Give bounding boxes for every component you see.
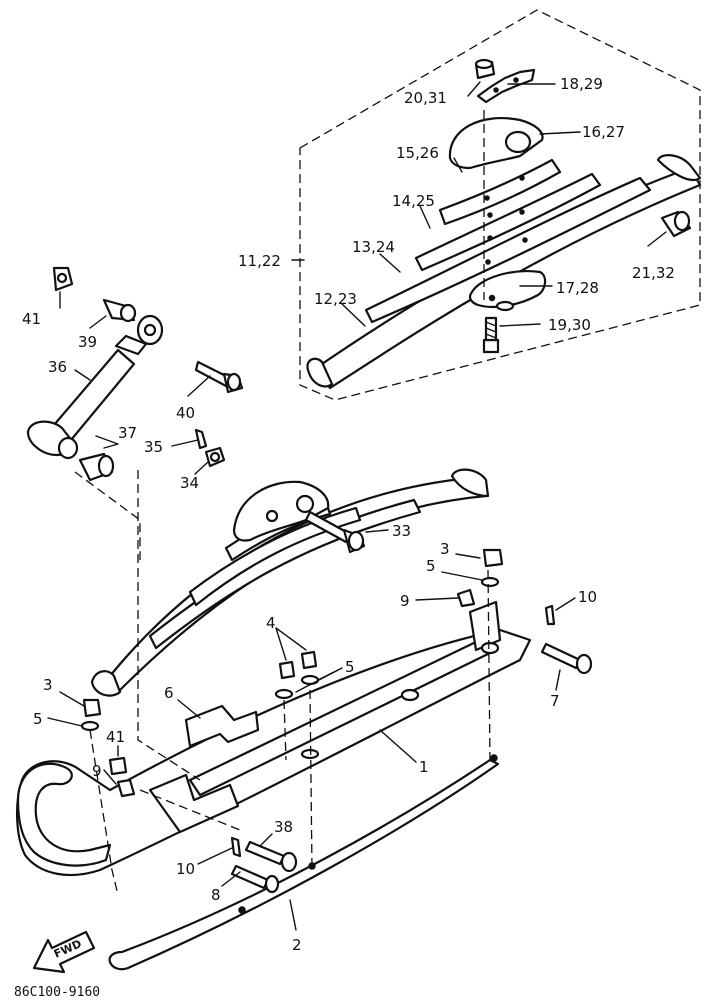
bolt-33 xyxy=(304,510,366,554)
callout-35: 35 xyxy=(144,438,163,456)
drawing-code: 86C100-9160 xyxy=(14,985,100,1000)
leaf-spring-14 xyxy=(414,172,602,272)
ski-mount-bracket xyxy=(148,773,240,834)
collar-37 xyxy=(78,452,115,482)
nut-41-top xyxy=(52,266,74,292)
ski-tip-loop xyxy=(16,762,112,867)
spring-clamp-16 xyxy=(448,117,544,170)
nut-41-front xyxy=(108,756,128,776)
callout-41-front: 41 xyxy=(106,728,125,746)
bolt-8 xyxy=(230,864,280,894)
callout-12-23: 12,23 xyxy=(314,290,357,308)
nuts-4 xyxy=(278,650,318,680)
callout-15-26: 15,26 xyxy=(396,144,439,162)
spring-clamp-16-boss xyxy=(504,130,532,154)
inset-dashed-boundary xyxy=(299,9,701,401)
callout-4: 4 xyxy=(266,614,276,632)
callout-40: 40 xyxy=(176,404,195,422)
callout-17-28: 17,28 xyxy=(556,279,599,297)
washer-5-rear xyxy=(480,576,500,588)
callout-20-31: 20,31 xyxy=(404,89,447,107)
callout-36: 36 xyxy=(48,358,67,376)
callout-14-25: 14,25 xyxy=(392,192,435,210)
leaf-spring-15 xyxy=(438,158,562,226)
ski-rear-bracket xyxy=(468,600,502,652)
callout-18-29: 18,29 xyxy=(560,75,603,93)
nut-9-rear xyxy=(456,588,476,608)
collar-39 xyxy=(102,298,137,323)
callout-3-rear: 3 xyxy=(440,540,450,558)
main-leaf-spring-end-front xyxy=(90,670,122,697)
nut-9-front xyxy=(116,778,136,798)
callout-7: 7 xyxy=(550,692,560,710)
callout-9-front: 9 xyxy=(92,762,102,780)
callout-38: 38 xyxy=(274,818,293,836)
callout-11-22: 11,22 xyxy=(238,252,281,270)
callout-3-front: 3 xyxy=(43,676,53,694)
callout-16-27: 16,27 xyxy=(582,123,625,141)
spacer-21 xyxy=(660,210,692,238)
callout-5-rear: 5 xyxy=(426,557,436,575)
leader-lines xyxy=(47,81,667,931)
leaf-spring-12-end-right xyxy=(656,154,702,181)
bolt-7 xyxy=(540,642,593,675)
callout-8: 8 xyxy=(211,886,221,904)
callout-13-24: 13,24 xyxy=(352,238,395,256)
bolt-40 xyxy=(194,360,244,394)
nut-3-front xyxy=(82,698,102,718)
bolt-19 xyxy=(482,316,500,354)
callout-5-front: 5 xyxy=(33,710,43,728)
assembly-guide-lines xyxy=(74,470,491,896)
cotter-pin-35 xyxy=(194,428,208,450)
callout-labels: 1 2 3 3 4 5 5 5 6 7 8 9 9 10 10 11,22 12… xyxy=(22,75,675,954)
callout-41-top: 41 xyxy=(22,310,41,328)
leaf-holes xyxy=(484,175,528,265)
bracket-18 xyxy=(476,68,536,104)
callout-39: 39 xyxy=(78,333,97,351)
leaf-spring-12-end-left xyxy=(306,357,334,388)
callout-9-rear: 9 xyxy=(400,592,410,610)
shock-absorber-36 xyxy=(26,314,164,460)
nut-3-rear xyxy=(482,548,504,568)
callout-10-front: 10 xyxy=(176,860,195,878)
runner-2 xyxy=(108,754,500,971)
plate-6 xyxy=(184,704,260,748)
ski-rail-top xyxy=(188,638,494,797)
callout-1: 1 xyxy=(419,758,429,776)
inset-leaf-spring-assembly xyxy=(299,9,702,401)
callout-33: 33 xyxy=(392,522,411,540)
nut-34 xyxy=(204,446,226,468)
forward-arrow: FWD xyxy=(32,930,96,974)
callout-19-30: 19,30 xyxy=(548,316,591,334)
callout-5-mid: 5 xyxy=(345,658,355,676)
callout-21-32: 21,32 xyxy=(632,264,675,282)
callout-37: 37 xyxy=(118,424,137,442)
main-leaf-spring-end-rear xyxy=(450,468,490,498)
callout-6: 6 xyxy=(164,684,174,702)
callout-2: 2 xyxy=(292,936,302,954)
main-leaf-spring-assembly xyxy=(90,468,490,697)
callout-34: 34 xyxy=(180,474,199,492)
cotter-pin-10-front xyxy=(230,836,242,858)
bolt-38 xyxy=(244,840,298,873)
washer-5-front xyxy=(80,720,100,732)
callout-10-rear: 10 xyxy=(578,588,597,606)
main-leaf-spring-short1 xyxy=(188,506,362,607)
ski-body-1 xyxy=(15,600,532,877)
nut-20 xyxy=(474,58,496,80)
cotter-pin-10-rear xyxy=(544,604,556,626)
leaf-spring-13 xyxy=(364,176,652,324)
